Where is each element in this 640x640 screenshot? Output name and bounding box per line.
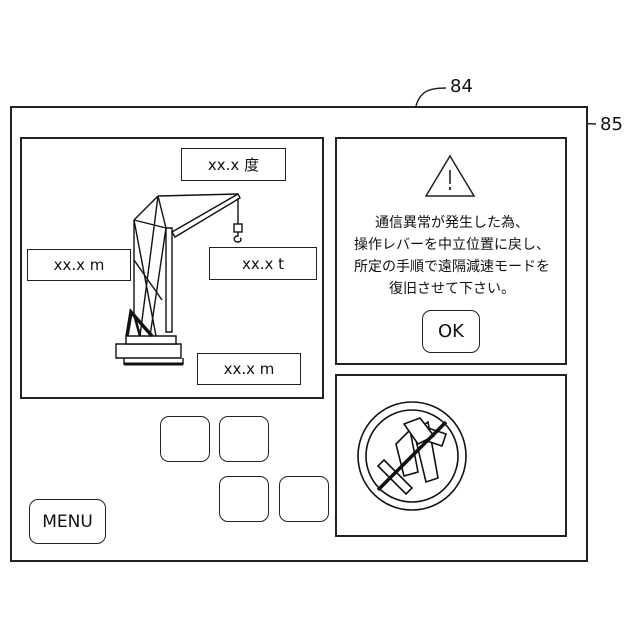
control-button-4[interactable] — [279, 476, 329, 522]
menu-button[interactable]: MENU — [29, 499, 106, 544]
control-button-3[interactable] — [219, 476, 269, 522]
control-button-2[interactable] — [219, 416, 269, 462]
control-button-1[interactable] — [160, 416, 210, 462]
